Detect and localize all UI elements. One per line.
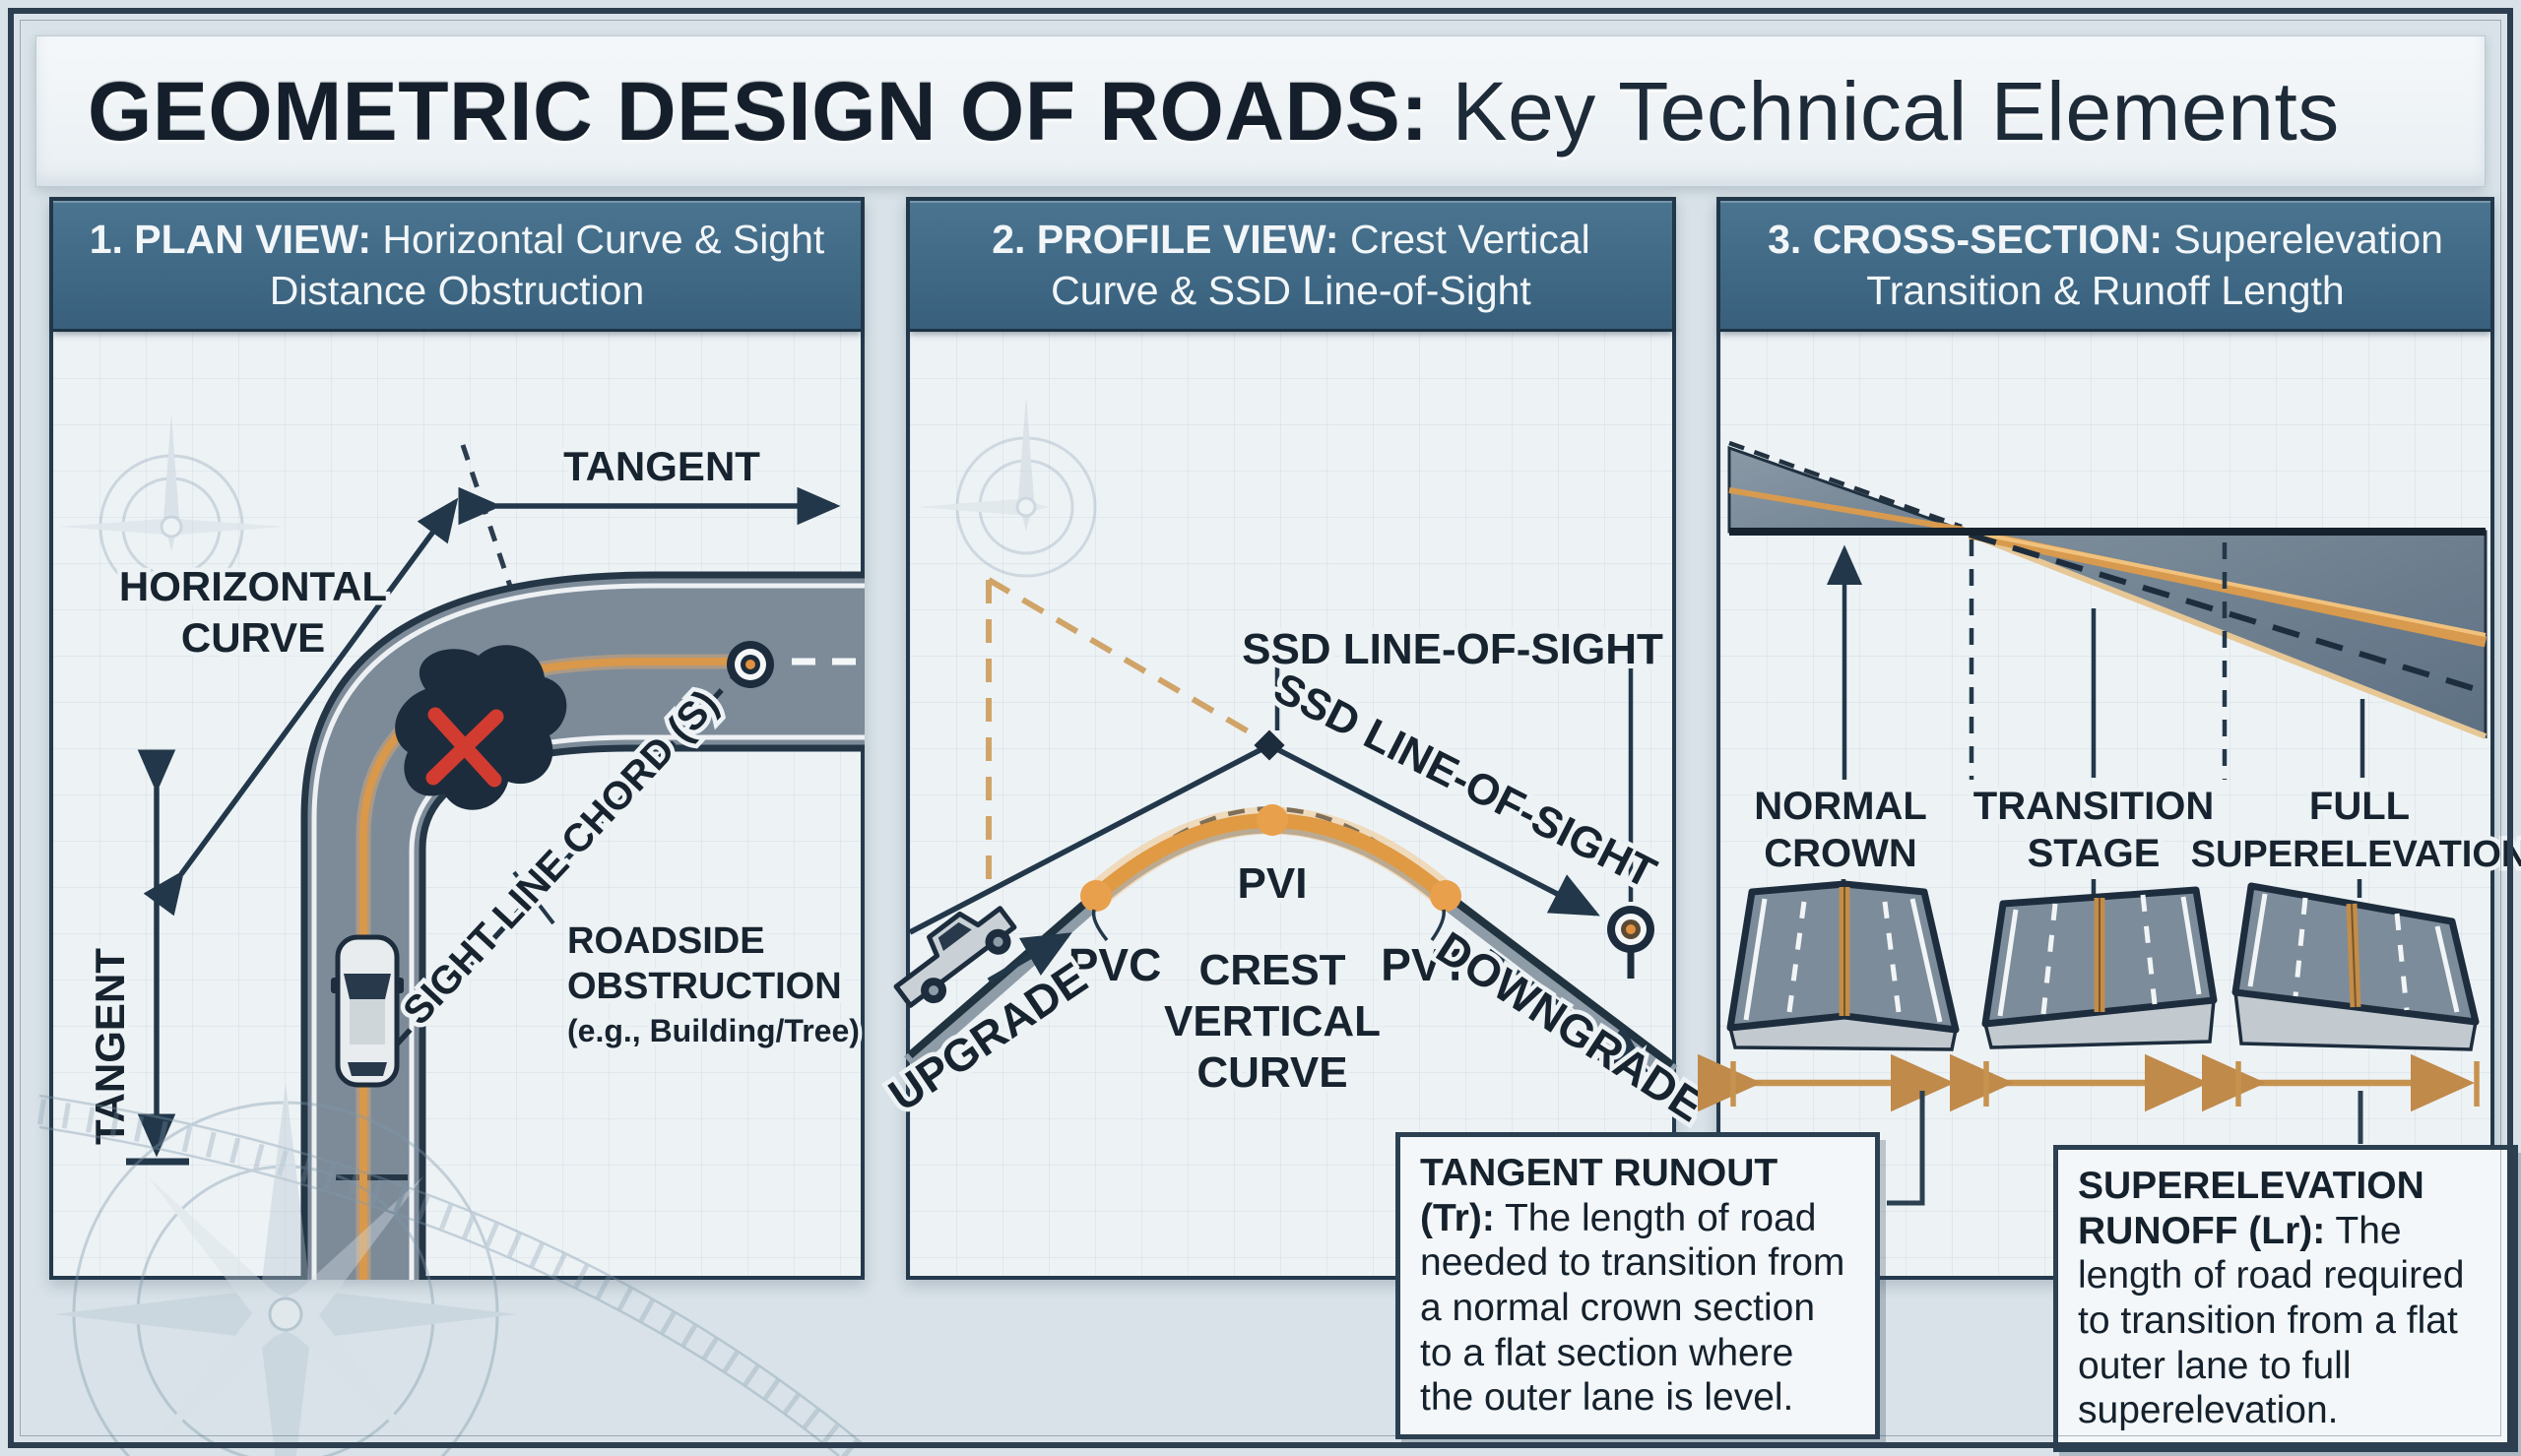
pvi-label: PVI	[1238, 859, 1308, 908]
stage1-label-1: NORMAL	[1754, 785, 1927, 828]
panel-profile-view: 2. PROFILE VIEW: Crest Vertical Curve & …	[875, 197, 1717, 1280]
pvc-label: PVC	[1068, 939, 1162, 990]
tangent-top-label: TANGENT	[563, 443, 760, 489]
crest-apex-point	[1254, 729, 1285, 761]
car-icon	[331, 934, 404, 1088]
panel-cross-section: 3. CROSS-SECTION: Superelevation Transit…	[1698, 197, 2521, 1280]
panel-plan-header-number: 1. PLAN VIEW:	[89, 216, 371, 262]
connector-tangent-runout	[1887, 1091, 1925, 1206]
ssd-label-bracket	[1274, 646, 1634, 902]
ssd-diagonal-label: SSD LINE-OF-SIGHT	[1266, 664, 1664, 898]
stage3-label-1: FULL	[2309, 785, 2410, 828]
runout-length-arrows	[1698, 1053, 2480, 1112]
panel-plan-header: 1. PLAN VIEW: Horizontal Curve & Sight D…	[53, 201, 861, 332]
ssd-top-label: SSD LINE-OF-SIGHT	[1242, 625, 1663, 673]
panel-plan-header-text: Horizontal Curve & Sight Distance Obstru…	[269, 216, 825, 313]
page-title: GEOMETRIC DESIGN OF ROADS:	[88, 64, 1429, 158]
cross-section-normal-crown	[1726, 880, 1960, 1051]
stage2-label-2: STAGE	[2028, 832, 2161, 875]
obstruction-leader-line	[512, 870, 555, 925]
title-bar: GEOMETRIC DESIGN OF ROADS: Key Technical…	[35, 35, 2486, 187]
cross-section-drawing: NORMAL CROWN TRANSITION STAGE FULL SUPER…	[1698, 440, 2521, 1206]
downgrade-arrow	[1487, 948, 1649, 1073]
pvt-point	[1430, 880, 1461, 912]
pvi-point	[1257, 804, 1288, 836]
tangent-runout-callout: TANGENT RUNOUT (Tr): The length of road …	[1395, 1132, 1880, 1439]
horizontal-curve-label-1: HORIZONTAL	[119, 563, 387, 609]
superelevation-runoff-title: SUPERELEVATION RUNOFF (Lr):	[2078, 1165, 2424, 1252]
obstruction-label-2: OBSTRUCTION	[567, 966, 842, 1007]
stage2-label-1: TRANSITION	[1973, 785, 2214, 828]
tangent-side-label: TANGENT	[87, 948, 133, 1145]
obstruction-label-1: ROADSIDE	[567, 920, 765, 962]
panel-profile-body	[910, 332, 1672, 1276]
cross-section-full-superelevation	[2231, 882, 2480, 1051]
compass-icon	[916, 396, 1097, 578]
obstruction-label-3: (e.g., Building/Tree)	[567, 1013, 860, 1048]
crest-label-1: CREST	[1198, 946, 1345, 994]
plan-view-drawing: TANGENT HORIZONTAL CURVE SIGHT LINE CHOR…	[58, 413, 865, 1280]
pvt-label: PVT	[1381, 939, 1468, 990]
sight-line-downgrade-arrow	[1267, 742, 1600, 917]
profile-view-drawing: SSD LINE-OF-SIGHT SSD LINE-OF-SIGHT PVI …	[875, 396, 1717, 1136]
downgrade-label: DOWNGRADE	[1428, 921, 1713, 1131]
crest-label-3: CURVE	[1196, 1048, 1347, 1097]
stage1-label-2: CROWN	[1764, 832, 1917, 875]
truck-icon	[893, 906, 1017, 1008]
panel-cross-header: 3. CROSS-SECTION: Superelevation Transit…	[1720, 201, 2490, 332]
sight-target-icon	[1607, 906, 1654, 979]
panel-profile-header-number: 2. PROFILE VIEW:	[992, 216, 1339, 262]
tangent-runout-body: The length of road needed to transition …	[1420, 1196, 1845, 1420]
superelevation-runoff-body: The length of road required to transitio…	[2078, 1209, 2465, 1432]
pvc-point	[1080, 880, 1112, 912]
upgrade-arrow	[987, 932, 1072, 983]
pvc-leader	[1091, 909, 1109, 942]
sight-target-icon	[727, 641, 774, 688]
page-subtitle: Key Technical Elements	[1428, 64, 2340, 158]
panel-cross-header-number: 3. CROSS-SECTION:	[1768, 216, 2163, 262]
obstruction-icon	[395, 645, 567, 810]
sight-line-upgrade	[908, 742, 1271, 935]
pvt-leader	[1430, 909, 1446, 942]
panel-plan-view: 1. PLAN VIEW: Horizontal Curve & Sight D…	[49, 197, 865, 1280]
horizontal-curve-label-2: CURVE	[181, 614, 325, 661]
panel-cross-header-text: Superelevation Transition & Runoff Lengt…	[1866, 216, 2443, 313]
cross-section-transition	[1981, 886, 2218, 1049]
panel-profile-header: 2. PROFILE VIEW: Crest Vertical Curve & …	[910, 201, 1672, 332]
panel-profile-header-text: Crest Vertical Curve & SSD Line-of-Sight	[1051, 216, 1590, 313]
tangent-runout-title: TANGENT RUNOUT (Tr):	[1420, 1152, 1778, 1239]
stage3-label-2: SUPERELEVATION	[2191, 834, 2521, 875]
superelevation-runoff-callout: SUPERELEVATION RUNOFF (Lr): The length o…	[2053, 1145, 2518, 1452]
crest-label-2: VERTICAL	[1164, 997, 1381, 1045]
construction-dashed-triangle	[986, 577, 1259, 892]
sight-chord-dashed-line	[369, 667, 743, 1073]
tangent-side-arrow	[126, 749, 189, 1166]
horizontal-curve-arrow	[143, 497, 459, 917]
